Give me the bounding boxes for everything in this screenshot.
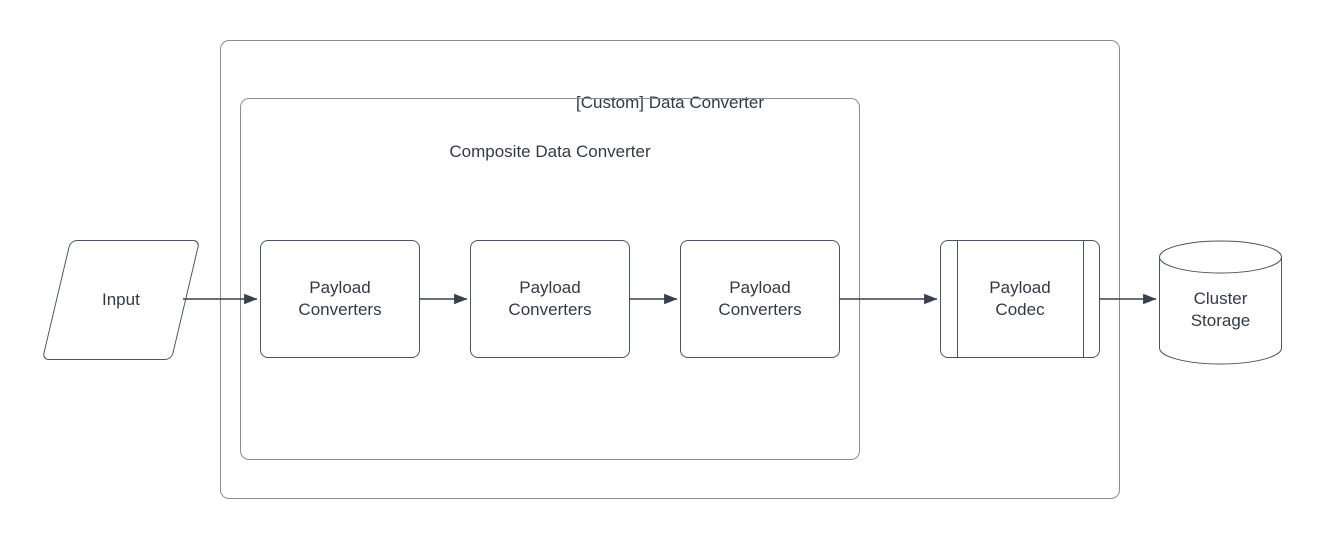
node-payload-converters-3: Payload Converters — [680, 240, 840, 358]
cylinder-shape-icon — [1159, 240, 1282, 365]
cluster-storage-label: Cluster Storage — [1190, 288, 1251, 330]
composite-data-converter-label: Composite Data Converter — [449, 142, 651, 161]
codec-right-bar — [1083, 241, 1084, 357]
node-cluster-storage: Cluster Storage — [1159, 240, 1282, 365]
input-label: Input — [102, 289, 140, 309]
payload-codec-label: Payload Codec — [989, 277, 1051, 319]
payload-converters-3-label: Payload Converters — [718, 277, 802, 319]
container-custom-data-converter: [Custom] Data Converter — [220, 40, 1120, 499]
payload-converters-1-label: Payload Converters — [298, 277, 382, 319]
node-payload-converters-1: Payload Converters — [260, 240, 420, 358]
node-payload-converters-2: Payload Converters — [470, 240, 630, 358]
node-input: Input — [41, 240, 201, 360]
payload-converters-2-label: Payload Converters — [508, 277, 592, 319]
container-composite-data-converter: Composite Data Converter — [240, 98, 860, 460]
node-payload-codec: Payload Codec — [940, 240, 1100, 358]
codec-left-bar — [957, 241, 958, 357]
custom-data-converter-label: [Custom] Data Converter — [575, 93, 764, 112]
